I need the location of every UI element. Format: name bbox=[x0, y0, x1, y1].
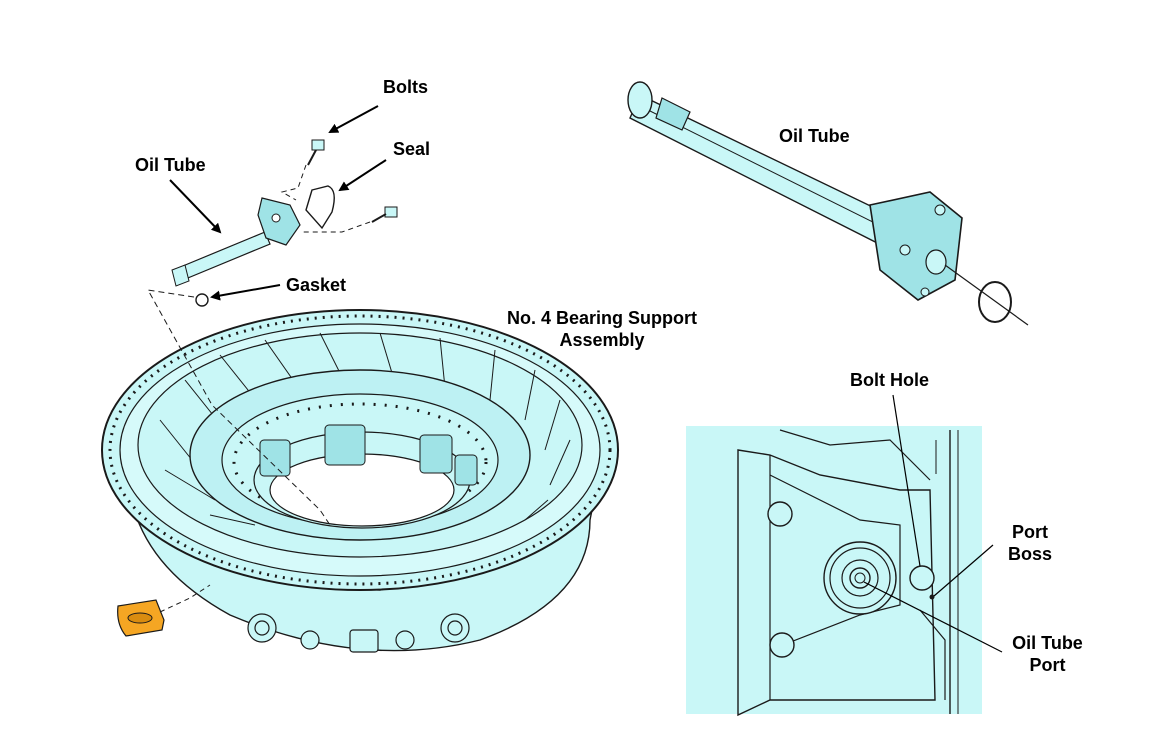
struts bbox=[159, 332, 571, 526]
label-gasket: Gasket bbox=[286, 275, 347, 295]
mount-hole-upper bbox=[767, 501, 793, 527]
bolt-hole-shape bbox=[909, 565, 935, 591]
label-oil-tube-exploded: Oil Tube bbox=[135, 155, 206, 175]
inner-bolt-circle bbox=[232, 402, 488, 522]
label-bolt-hole: Bolt Hole bbox=[850, 370, 929, 390]
inner-pockets bbox=[259, 424, 478, 486]
arrow-icon bbox=[210, 284, 281, 301]
arrow-icon bbox=[169, 179, 222, 234]
label-oil-tube-port-line1: Oil Tube bbox=[1012, 633, 1083, 653]
bolt-lower bbox=[371, 206, 398, 223]
label-oil-tube-port-line2: Port bbox=[1029, 655, 1066, 675]
label-seal: Seal bbox=[393, 139, 431, 159]
install-path bbox=[147, 289, 331, 526]
gasket-ring bbox=[195, 293, 209, 307]
port-detail-view bbox=[686, 426, 982, 717]
label-port-boss-line2: Boss bbox=[1007, 544, 1052, 564]
oil-tube-detail bbox=[627, 81, 1029, 326]
label-port-boss-line1: Port bbox=[1012, 522, 1048, 542]
exploded-oil-tube bbox=[171, 139, 398, 307]
arrow-icon bbox=[338, 159, 387, 192]
bottom-mount-bosses bbox=[247, 613, 470, 653]
outer-flange-bolt-circle bbox=[108, 314, 612, 586]
label-bearing-support: No. 4 Bearing Support Assembly bbox=[492, 307, 712, 351]
label-bearing-support-line1: No. 4 Bearing Support bbox=[506, 308, 697, 328]
retaining-ring bbox=[978, 281, 1012, 323]
label-oil-tube-port: Oil Tube Port bbox=[1000, 632, 1095, 676]
highlighted-bracket-icon bbox=[117, 584, 211, 637]
label-bolts: Bolts bbox=[383, 77, 428, 97]
arrow-icon bbox=[328, 105, 379, 133]
bearing-support-assembly bbox=[101, 289, 619, 653]
label-port-boss: Port Boss bbox=[995, 521, 1065, 565]
bolt-upper bbox=[307, 139, 325, 166]
label-oil-tube-detail: Oil Tube bbox=[779, 126, 850, 146]
mount-hole-lower bbox=[769, 632, 795, 658]
seal-ring bbox=[305, 185, 335, 230]
pointer-lines bbox=[863, 394, 1003, 653]
oil-tube-port-shape bbox=[823, 541, 897, 615]
label-bearing-support-line2: Assembly bbox=[559, 330, 645, 350]
port-boss-dot bbox=[929, 594, 935, 600]
leader-lines bbox=[169, 105, 387, 301]
